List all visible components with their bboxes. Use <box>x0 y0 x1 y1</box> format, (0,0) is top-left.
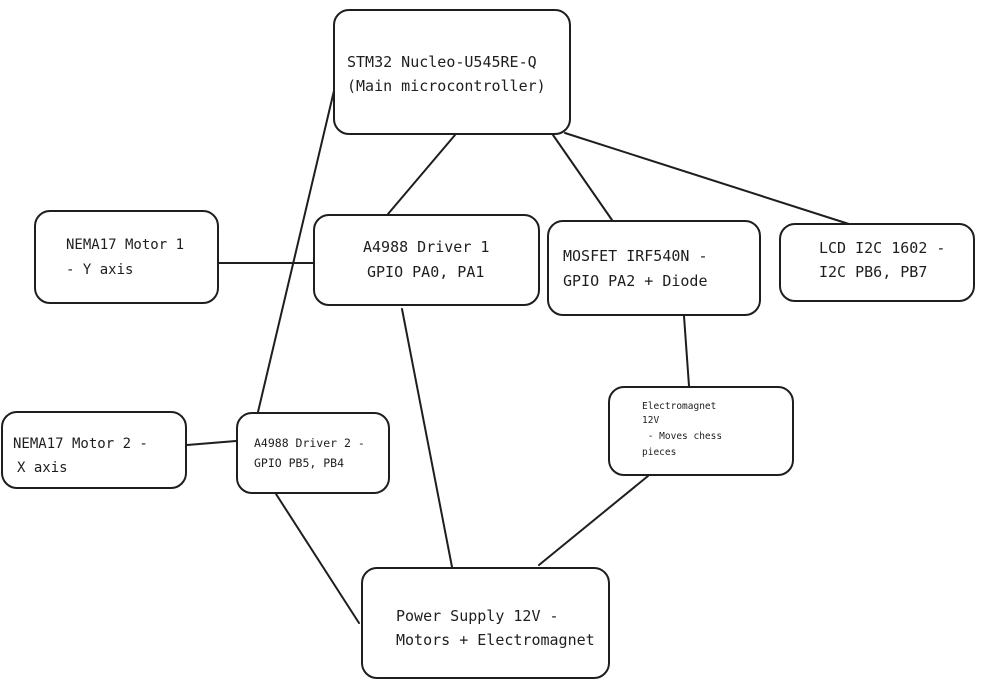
driver2-node[interactable]: A4988 Driver 2 - GPIO PB5, PB4 <box>236 412 390 494</box>
mosfet-label-line1: MOSFET IRF540N - <box>563 247 708 265</box>
wire-mosfet-electromagnet <box>683 315 690 387</box>
motor2-label-line2: X axis <box>17 460 68 476</box>
driver2-label-line2: GPIO PB5, PB4 <box>254 456 345 470</box>
electromagnet-label-line2: 12V <box>642 415 660 426</box>
lcd-label-line2: I2C PB6, PB7 <box>819 263 928 281</box>
motor1-node[interactable]: NEMA17 Motor 1 - Y axis <box>34 210 219 304</box>
power-label-line1: Power Supply 12V - <box>396 607 559 625</box>
wire-stm32-mosfet <box>552 134 613 221</box>
wire-driver1-power <box>401 308 453 568</box>
driver1-label-line2: GPIO PA0, PA1 <box>367 263 485 281</box>
motor2-label-line1: NEMA17 Motor 2 - <box>13 436 148 452</box>
stm32-label-line1: STM32 Nucleo-U545RE-Q <box>347 53 537 71</box>
electromagnet-node[interactable]: Electromagnet 12V - Moves chess pieces <box>608 386 794 476</box>
wire-electromagnet-power <box>538 475 649 566</box>
electromagnet-label-line3: - Moves chess <box>642 431 723 442</box>
driver1-node[interactable]: A4988 Driver 1 GPIO PA0, PA1 <box>313 214 540 306</box>
driver1-label-line1: A4988 Driver 1 <box>363 238 490 256</box>
electromagnet-label-line1: Electromagnet <box>642 401 717 412</box>
mosfet-node[interactable]: MOSFET IRF540N - GPIO PA2 + Diode <box>547 220 761 316</box>
motor1-label-line1: NEMA17 Motor 1 <box>66 237 185 253</box>
wire-motor2-driver2 <box>186 440 237 446</box>
wire-stm32-lcd <box>564 132 853 226</box>
wire-stm32-driver2 <box>257 77 338 413</box>
motor2-node[interactable]: NEMA17 Motor 2 - X axis <box>1 411 187 489</box>
wire-driver2-power <box>275 493 360 624</box>
lcd-node[interactable]: LCD I2C 1602 - I2C PB6, PB7 <box>779 223 975 302</box>
driver2-label-line1: A4988 Driver 2 - <box>254 436 365 450</box>
stm32-node[interactable]: STM32 Nucleo-U545RE-Q (Main microcontrol… <box>333 9 571 135</box>
power-label-line2: Motors + Electromagnet <box>396 631 595 649</box>
lcd-label-line1: LCD I2C 1602 - <box>819 239 946 257</box>
mosfet-label-line2: GPIO PA2 + Diode <box>563 272 708 290</box>
motor1-label-line2: - Y axis <box>66 262 134 278</box>
power-supply-node[interactable]: Power Supply 12V - Motors + Electromagne… <box>361 567 610 679</box>
wire-stm32-driver1 <box>387 134 456 215</box>
electromagnet-label-line4: pieces <box>642 447 677 458</box>
stm32-label-line2: (Main microcontroller) <box>347 77 546 95</box>
